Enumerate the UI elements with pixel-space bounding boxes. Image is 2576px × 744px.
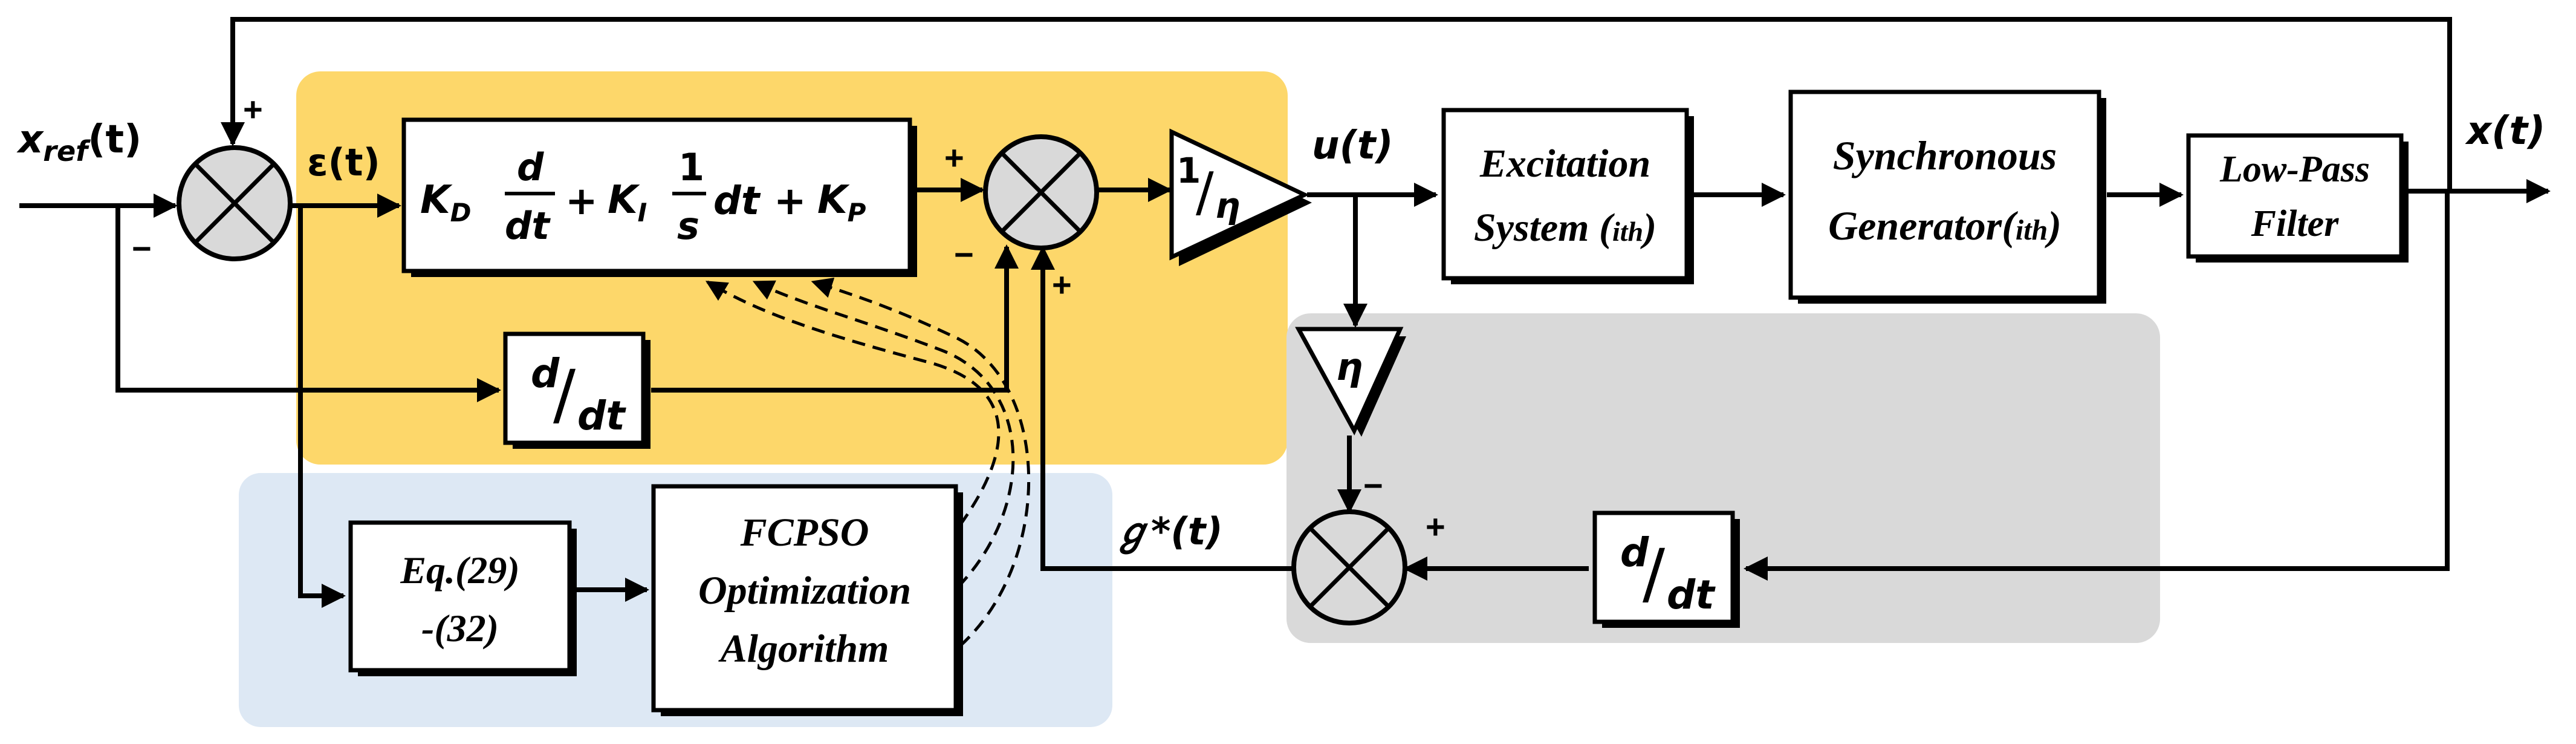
reference-symbol: x bbox=[16, 117, 44, 162]
excitation-line2: System (ith) bbox=[1474, 206, 1656, 250]
sum3-minus-sign: − bbox=[1363, 466, 1383, 504]
sum1-minus-sign: − bbox=[132, 229, 152, 267]
plus-sign-1: + bbox=[565, 179, 598, 224]
equation-line1: Eq.(29) bbox=[400, 549, 519, 592]
outer-feedback-wire bbox=[221, 17, 2452, 191]
generator-frame bbox=[1788, 90, 2101, 300]
optimizer-frame bbox=[651, 484, 958, 713]
reference-label: xref(t) bbox=[16, 117, 141, 168]
derivative-bottom-label: d / dt bbox=[1620, 529, 1716, 618]
gain-eta-label: η bbox=[1336, 345, 1363, 389]
kd-subscript: D bbox=[450, 198, 472, 227]
excitation-block bbox=[1441, 108, 1694, 284]
generator-line1: Synchronous bbox=[1833, 132, 2057, 178]
reference-derivative-wire bbox=[115, 206, 501, 402]
sum2-minus-sign: − bbox=[954, 235, 974, 273]
sum3-cross-b bbox=[1308, 526, 1390, 609]
gain-inverse-label: 1 / η bbox=[1176, 150, 1240, 226]
kp-symbol: KP bbox=[817, 178, 866, 227]
summing-junction-2 bbox=[983, 134, 1099, 250]
summing-junction-1 bbox=[177, 145, 293, 261]
int-denominator: s bbox=[677, 204, 699, 248]
int-numerator: 1 bbox=[678, 145, 704, 189]
lowpass-block bbox=[2186, 133, 2409, 263]
int-dt: dt bbox=[713, 179, 761, 224]
deriv-denominator: dt bbox=[505, 204, 551, 248]
gain-inverse-den: η bbox=[1215, 185, 1240, 226]
lowpass-line1: Low-Pass bbox=[2219, 149, 2370, 190]
reference-argument: (t) bbox=[88, 117, 141, 162]
gain-eta-triangle bbox=[1295, 327, 1404, 436]
derivative-top-num: d bbox=[531, 350, 560, 397]
pid-block-frame bbox=[401, 117, 912, 273]
excitation-line2-post: ) bbox=[1640, 206, 1656, 250]
ki-symbol: KI bbox=[608, 178, 647, 227]
pid-formula: KD d dt + KI 1 s dt + KP bbox=[420, 145, 866, 248]
output-label: x(t) bbox=[2465, 109, 2545, 154]
excitation-frame bbox=[1441, 108, 1689, 281]
sum2-plus-feedback-sign: + bbox=[1052, 266, 1072, 304]
derivative-top-den: dt bbox=[577, 393, 626, 439]
ki-subscript: I bbox=[638, 198, 647, 227]
sum2-cross-b bbox=[1000, 151, 1082, 233]
optimizer-block bbox=[651, 484, 963, 716]
lowpass-frame bbox=[2186, 133, 2404, 259]
deriv-numerator: d bbox=[517, 145, 544, 189]
control-label: u(t) bbox=[1312, 123, 1393, 168]
derivative-feedback-wire bbox=[1031, 246, 1293, 571]
kp-letter: K bbox=[817, 178, 850, 223]
gain-inverse-triangle bbox=[1169, 128, 1310, 261]
derivative-feedback-label: ℊ*(t) bbox=[1114, 509, 1223, 555]
summing-junction-3 bbox=[1291, 509, 1407, 625]
kd-symbol: KD bbox=[420, 178, 471, 227]
kp-subscript: P bbox=[848, 198, 866, 227]
optimizer-line2: Optimization bbox=[698, 569, 911, 613]
derivative-block-bottom bbox=[1592, 511, 1740, 628]
tuning-arrow-1 bbox=[705, 280, 1001, 526]
excitation-line2-sub: ith bbox=[1612, 216, 1643, 247]
gain-inverse-slash: / bbox=[1196, 161, 1214, 223]
plus-sign-2: + bbox=[774, 179, 806, 224]
tuning-arrow-3 bbox=[811, 277, 1031, 647]
derivative-bottom-den: dt bbox=[1667, 572, 1716, 618]
generator-line2-pre: Generator( bbox=[1828, 203, 2018, 249]
equation-block bbox=[348, 520, 577, 676]
generator-block bbox=[1788, 90, 2106, 304]
derivative-block-top bbox=[503, 331, 650, 449]
optimizer-line1: FCPSO bbox=[740, 511, 869, 555]
sum1-plus-sign: + bbox=[243, 90, 263, 128]
gain-inverse-block bbox=[1169, 128, 1312, 266]
gain-inverse-num: 1 bbox=[1176, 150, 1201, 191]
sum2-plus-sign: + bbox=[944, 139, 964, 177]
error-label: ε(t) bbox=[307, 140, 380, 184]
derivative-bottom-frame bbox=[1592, 511, 1735, 624]
derivative-top-label: d / dt bbox=[531, 350, 626, 439]
output-derivative-wire bbox=[1744, 191, 2450, 581]
excitation-line2-pre: System ( bbox=[1474, 206, 1615, 250]
lowpass-line2: Filter bbox=[2251, 203, 2340, 244]
ki-letter: K bbox=[608, 178, 640, 223]
feedback-region bbox=[1286, 313, 2160, 643]
derivative-to-sum2-wire bbox=[651, 244, 1019, 393]
reference-subscript: ref bbox=[43, 135, 91, 168]
generator-line2-sub: ith bbox=[2016, 214, 2048, 246]
error-to-equation-wire bbox=[298, 206, 346, 608]
pid-block bbox=[401, 117, 917, 277]
derivative-bottom-num: d bbox=[1620, 529, 1649, 576]
derivative-bottom-slash: / bbox=[1643, 535, 1666, 612]
derivative-top-frame bbox=[503, 331, 646, 445]
tuning-arrow-2 bbox=[752, 280, 1015, 588]
sum3-plus-sign: + bbox=[1426, 507, 1445, 546]
kd-letter: K bbox=[420, 178, 453, 223]
derivative-top-slash: / bbox=[553, 356, 576, 433]
sum1-cross-b bbox=[193, 162, 276, 244]
optimizer-line3: Algorithm bbox=[718, 627, 889, 671]
excitation-line1: Excitation bbox=[1479, 142, 1650, 186]
gain-eta-block bbox=[1295, 327, 1406, 437]
equation-frame bbox=[348, 520, 572, 673]
equation-line2: -(32) bbox=[421, 607, 499, 650]
